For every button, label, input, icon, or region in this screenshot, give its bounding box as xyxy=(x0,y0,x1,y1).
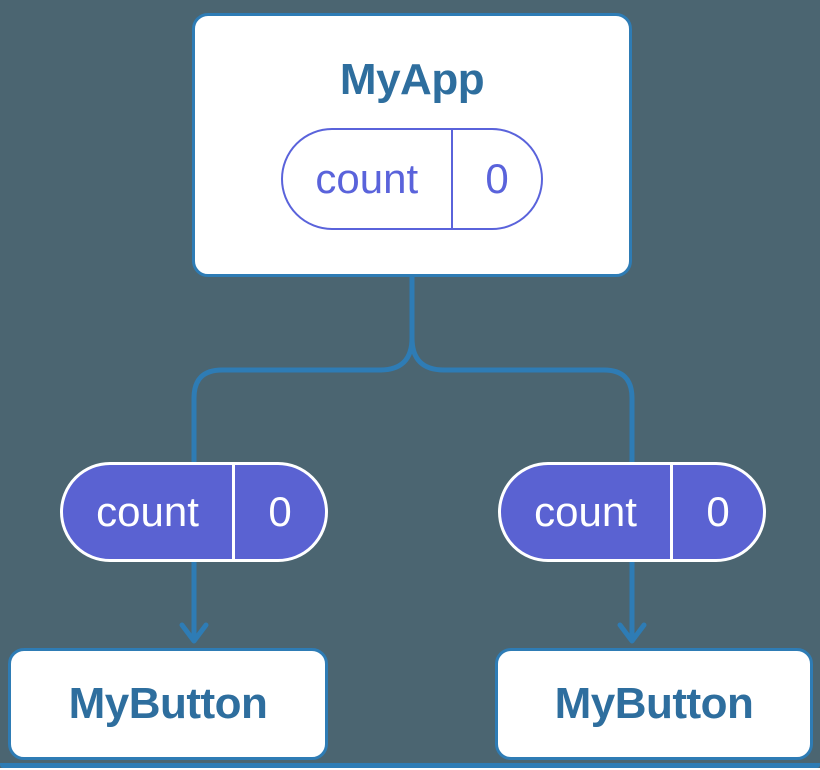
state-value: 0 xyxy=(485,155,509,202)
connector-parent-to-left-child xyxy=(191,274,415,481)
myapp-card: MyApp count 0 xyxy=(192,13,632,277)
prop-pill-left: count 0 xyxy=(60,462,328,562)
pill-divider xyxy=(232,465,235,559)
prop-value: 0 xyxy=(706,488,730,535)
child-component-title: MyButton xyxy=(68,679,268,728)
parent-component-title: MyApp xyxy=(339,55,485,104)
pill-divider xyxy=(450,130,453,228)
connector-parent-to-right-child xyxy=(409,274,635,481)
mybutton-card-right: MyButton xyxy=(495,648,813,760)
arrow-right-head-icon xyxy=(617,622,647,644)
pill-divider xyxy=(670,465,673,559)
state-name: count xyxy=(315,155,419,202)
prop-value: 0 xyxy=(268,488,292,535)
state-pill: count 0 xyxy=(281,128,543,230)
prop-name: count xyxy=(96,488,199,535)
prop-pill-right: count 0 xyxy=(498,462,766,562)
bottom-white-strip xyxy=(0,768,820,770)
arrow-left-head-icon xyxy=(179,622,209,644)
bottom-border-bar xyxy=(0,763,820,768)
child-component-title: MyButton xyxy=(554,679,754,728)
prop-name: count xyxy=(534,488,637,535)
mybutton-card-left: MyButton xyxy=(8,648,328,760)
